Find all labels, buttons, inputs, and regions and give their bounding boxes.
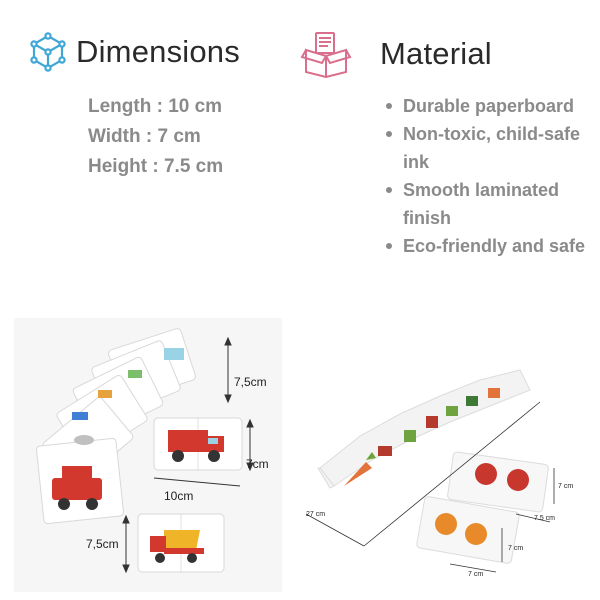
label-card-height-2: 7 cm — [508, 545, 523, 552]
material-item: Durable paperboard — [383, 92, 598, 120]
card-stack — [36, 328, 196, 525]
material-heading: Material — [300, 30, 492, 78]
orange-card — [416, 496, 520, 564]
label-card-height: 7 cm — [558, 483, 573, 490]
material-item: Smooth laminated finish — [383, 176, 598, 232]
label-width: 7cm — [246, 457, 269, 471]
label-height: 7,5cm — [234, 375, 267, 389]
label-card-width: 7.5 cm — [534, 515, 555, 522]
box-icon — [300, 32, 352, 78]
material-list: Durable paperboard Non-toxic, child-safe… — [383, 92, 598, 260]
label-card-width-2: 7 cm — [468, 571, 483, 578]
dimensions-title: Dimensions — [76, 34, 240, 69]
dimension-length: Length : 10 cm — [88, 96, 223, 117]
cube-icon — [30, 32, 66, 72]
dimensions-list: Length : 10 cm Width : 7 cm Height : 7.5… — [88, 92, 223, 182]
vegetable-illustrations — [344, 388, 500, 486]
material-item: Non-toxic, child-safe ink — [383, 120, 598, 176]
label-total: 27 cm — [306, 511, 325, 518]
fire-truck-card — [153, 417, 243, 471]
dump-truck-card — [137, 513, 225, 573]
vegetable-puzzle-photo: 27 cm 7 cm 7.5 cm 7 cm 7 cm — [300, 318, 596, 592]
dimension-width: Width : 7 cm — [88, 126, 201, 147]
vehicle-puzzle-photo: 7,5cm 7cm 10cm 7,5cm — [14, 318, 282, 592]
vehicle-illustrations — [52, 348, 184, 510]
dimension-height: Height : 7.5 cm — [88, 156, 224, 177]
label-length: 10cm — [164, 489, 193, 503]
label-bottom-height: 7,5cm — [86, 537, 119, 551]
material-title: Material — [380, 36, 492, 71]
material-item: Eco-friendly and safe — [383, 232, 598, 260]
tomato-card — [447, 451, 549, 513]
dimensions-heading: Dimensions — [26, 30, 240, 74]
